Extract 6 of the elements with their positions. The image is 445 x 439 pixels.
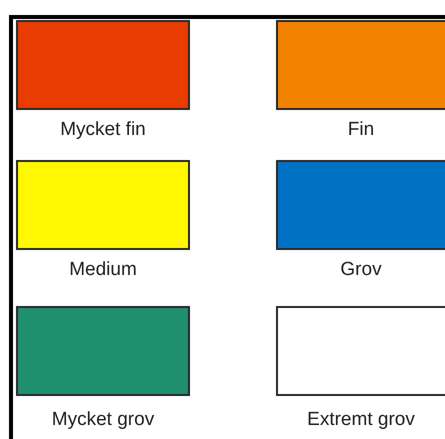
legend-label: Medium bbox=[69, 259, 137, 281]
legend-label: Extremt grov bbox=[307, 409, 415, 431]
legend-label: Grov bbox=[340, 259, 382, 281]
legend-label: Fin bbox=[348, 119, 374, 141]
legend-label: Mycket fin bbox=[60, 119, 146, 141]
legend-label: Mycket grov bbox=[52, 409, 154, 431]
